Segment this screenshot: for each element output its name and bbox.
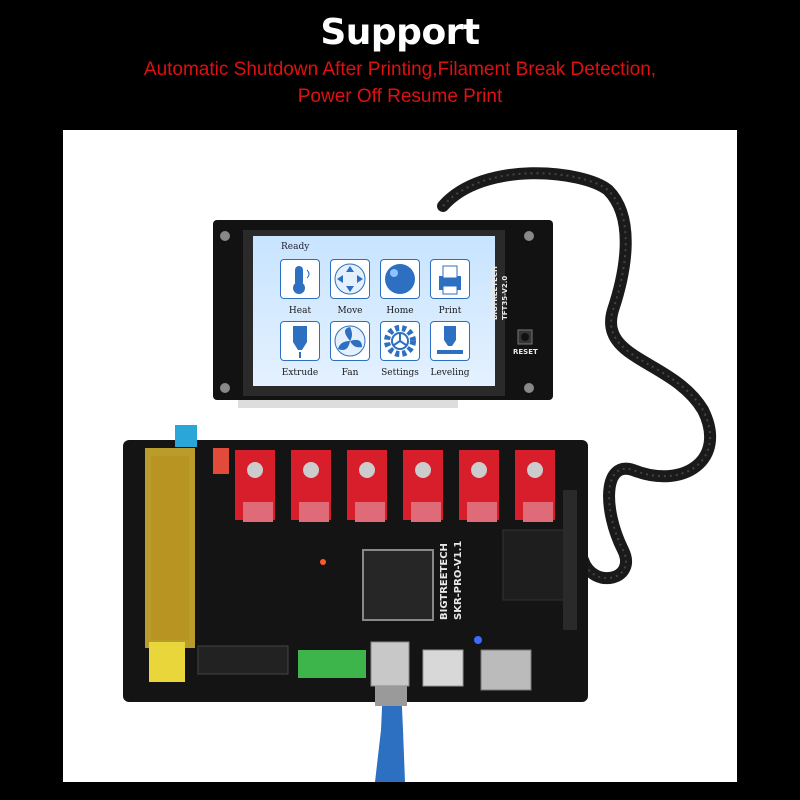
usb-port	[370, 641, 410, 687]
red-fuse	[213, 448, 229, 474]
heat-tile[interactable]	[281, 260, 319, 298]
banner-header: Support Automatic Shutdown After Printin…	[0, 0, 800, 130]
screen-status: Ready	[281, 242, 310, 252]
right-headers	[502, 529, 574, 601]
reset-label: RESET	[513, 348, 538, 356]
nozzle-icon	[293, 326, 307, 358]
thermometer-icon	[293, 266, 310, 294]
settings-label: Settings	[381, 368, 419, 378]
leveling-label: Leveling	[430, 368, 470, 378]
print-label: Print	[438, 306, 462, 316]
screen-model-label: TFT35-V2.0	[501, 275, 509, 320]
leveling-icon	[437, 326, 463, 354]
blue-fuse	[175, 425, 197, 447]
extrude-label: Extrude	[281, 368, 319, 378]
product-illustration	[123, 167, 716, 782]
fan-label: Fan	[341, 368, 359, 378]
sd-card-slot	[480, 649, 532, 691]
banner-title: Support	[320, 12, 480, 53]
home-label: Home	[386, 306, 414, 316]
yellow-fuse	[149, 642, 185, 682]
black-terminals	[197, 645, 289, 675]
fan-tile[interactable]	[331, 322, 369, 360]
move-arrows-icon	[334, 263, 366, 295]
settings-tile[interactable]	[381, 322, 419, 360]
product-photo: Ready Heat Move Home Print	[63, 130, 737, 782]
move-tile[interactable]	[331, 260, 369, 298]
green-terminals	[298, 650, 366, 678]
move-label: Move	[337, 306, 363, 316]
home-tile[interactable]	[381, 260, 419, 298]
screen-brand-label: BIGTREETECH	[491, 266, 499, 320]
board-model-label: SKR-PRO-V1.1	[453, 540, 464, 620]
status-led-red	[320, 559, 326, 565]
printer-icon	[439, 265, 461, 295]
banner-subtitle-line2: Power Off Resume Print	[297, 86, 503, 107]
stepper-drivers	[235, 450, 555, 522]
ethernet-port	[422, 649, 464, 687]
usb-cable	[375, 686, 405, 782]
banner-subtitle-line1: Automatic Shutdown After Printing,Filame…	[143, 59, 657, 80]
heat-label: Heat	[288, 306, 312, 316]
leveling-tile[interactable]	[431, 322, 469, 360]
screen-header-pins	[238, 400, 458, 408]
print-tile[interactable]	[431, 260, 469, 298]
fan-icon	[334, 325, 366, 357]
gear-icon	[384, 325, 416, 357]
board-brand-label: BIGTREETECH	[439, 543, 450, 620]
home-ball-icon	[385, 264, 415, 294]
extrude-tile[interactable]	[281, 322, 319, 360]
status-led-blue	[474, 636, 482, 644]
mcu-chip	[362, 549, 434, 621]
